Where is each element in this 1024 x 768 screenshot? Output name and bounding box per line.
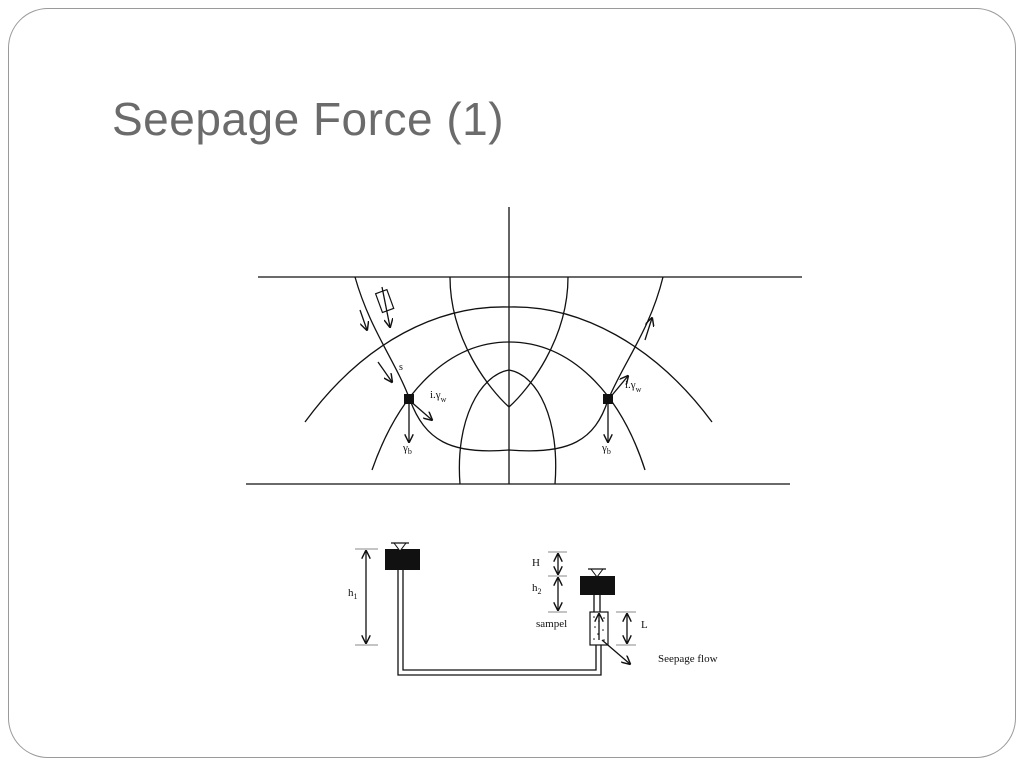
equipotential-line-2 xyxy=(371,341,646,471)
slide-frame xyxy=(8,8,1016,758)
flow-net: s i.γw i.γw γb γb xyxy=(246,207,802,485)
label-left-seepage-force: i.γw xyxy=(430,389,447,404)
label-h2: h2 xyxy=(532,582,542,596)
label-right-weight: γb xyxy=(601,442,611,456)
left-water-tank xyxy=(385,549,420,570)
equipotential-line-1 xyxy=(304,306,713,423)
element-weight-arrow xyxy=(381,286,390,327)
left-node-marker xyxy=(404,394,414,404)
label-L: L xyxy=(641,619,648,631)
flow-arrow-s xyxy=(377,361,392,382)
flow-arrow-exit xyxy=(644,318,652,341)
label-s: s xyxy=(399,362,403,373)
left-seepage-force-arrow xyxy=(408,399,432,420)
permeameter-apparatus: h1 H h2 L sampel Seepage flow xyxy=(348,542,718,676)
tube-inner xyxy=(402,570,597,671)
label-seepage-flow: Seepage flow xyxy=(658,653,718,665)
right-seepage-force-arrow xyxy=(607,376,628,401)
flow-line-outer xyxy=(354,276,664,452)
flow-arrow-entry xyxy=(359,309,367,330)
label-left-weight: γb xyxy=(402,442,412,456)
label-H: H xyxy=(532,557,540,569)
right-water-level-icon xyxy=(590,568,604,578)
slide-title: Seepage Force (1) xyxy=(112,93,505,145)
equipotential-line-3 xyxy=(458,369,557,485)
seepage-flow-arrow xyxy=(601,639,630,664)
right-water-tank xyxy=(580,576,615,595)
label-sample: sampel xyxy=(536,618,567,630)
label-right-seepage-force: i.γw xyxy=(625,379,642,394)
flow-line-inner xyxy=(449,276,569,408)
tube-outer xyxy=(397,570,602,676)
label-h1: h1 xyxy=(348,587,358,601)
